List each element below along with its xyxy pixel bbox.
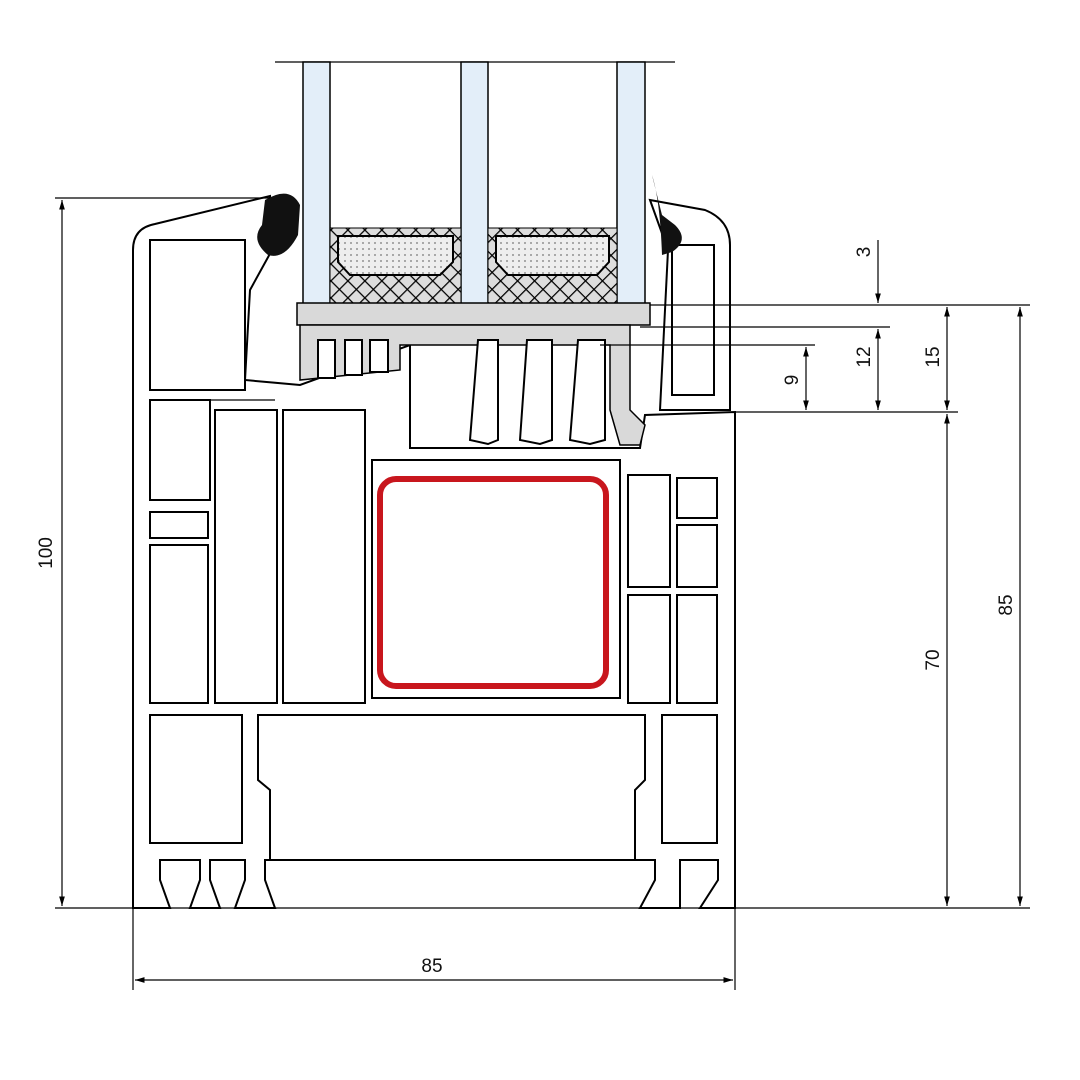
dimension-labels: 100 85 85 70 15 12 3 9 xyxy=(36,247,1017,977)
dimension-lines xyxy=(55,197,1030,990)
glazing xyxy=(275,61,675,305)
glass-pane-2 xyxy=(460,61,489,305)
dim-overall-height: 100 xyxy=(36,537,57,569)
dim-frame-width: 85 xyxy=(421,956,442,977)
steel-reinforcement xyxy=(377,476,609,689)
glazing-bead xyxy=(257,175,682,446)
glass-pane-1 xyxy=(302,61,331,305)
dim-12: 12 xyxy=(854,346,875,367)
dim-frame-height: 70 xyxy=(923,649,944,670)
dim-15: 15 xyxy=(923,346,944,367)
dim-9: 9 xyxy=(782,375,803,386)
glass-pane-3 xyxy=(616,61,646,305)
dim-3: 3 xyxy=(854,247,875,258)
dim-sash-height: 85 xyxy=(996,594,1017,615)
